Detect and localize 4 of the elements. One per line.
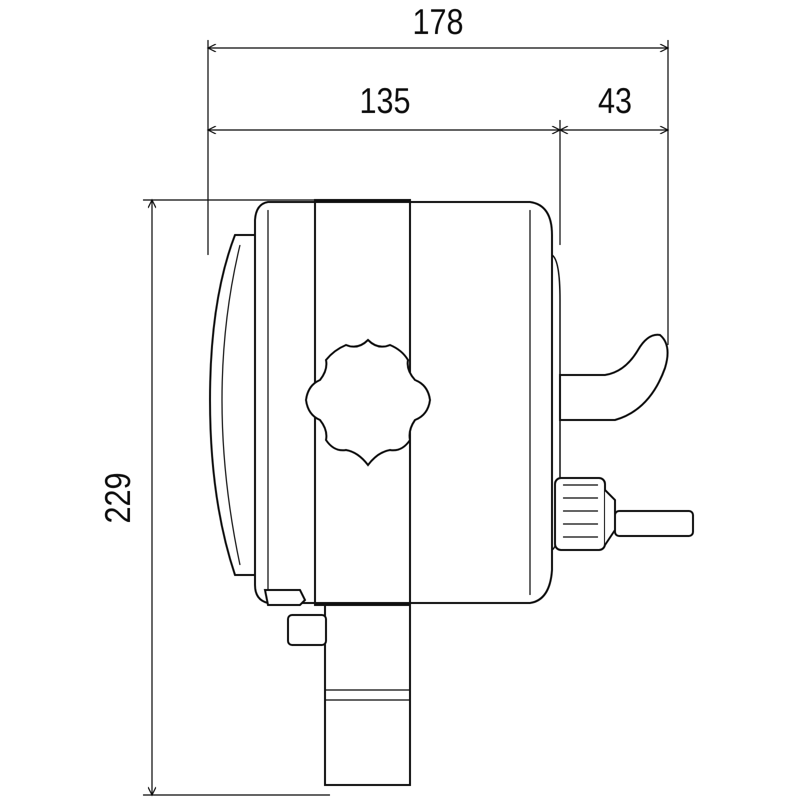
- dimension-label: 43: [598, 83, 632, 119]
- dimension-label: 229: [100, 472, 136, 524]
- dimension-label: 178: [412, 4, 464, 40]
- dimension-label: 135: [360, 83, 411, 119]
